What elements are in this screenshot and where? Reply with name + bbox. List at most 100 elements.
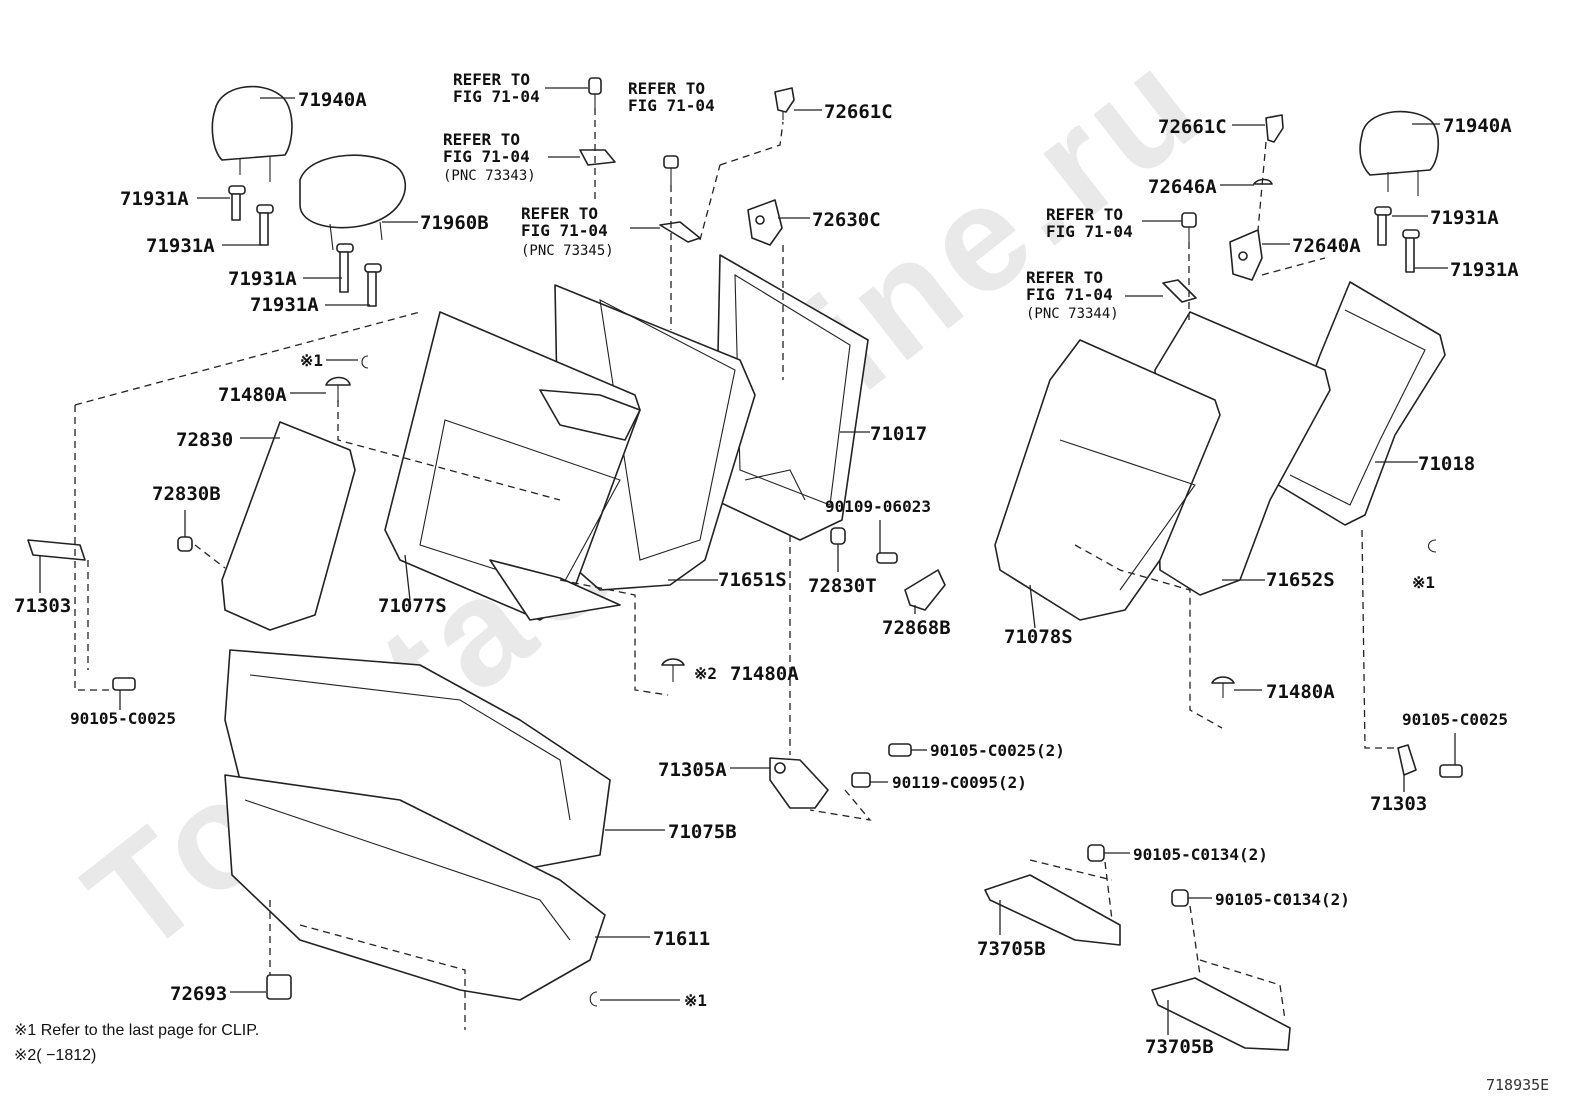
label-72646a: 72646A: [1148, 176, 1217, 198]
ref-6-pnc: (PNC 73344): [1026, 306, 1119, 322]
clip-71480a-mid: [661, 658, 685, 682]
ref-3-line2: FIG 71-04: [443, 147, 530, 166]
bolt-90105-c0134-lower: [1171, 889, 1212, 907]
label-71931a-2: 71931A: [146, 235, 215, 257]
clip-mark1-left: [326, 355, 369, 369]
headrest-center: [299, 154, 418, 251]
label-71652s: 71652S: [1266, 569, 1335, 591]
mark1-left: ※1: [300, 351, 323, 370]
label-72661c-left: 72661C: [824, 101, 893, 123]
label-90109: 90109-06023: [825, 497, 931, 516]
bracket-73705b-upper: [984, 874, 1121, 946]
label-71075b: 71075B: [668, 821, 737, 843]
note-1: ※1 Refer to the last page for CLIP.: [14, 1022, 259, 1039]
seat-cushion-pad-71611: [224, 774, 650, 1001]
ref-1-line1: REFER TO: [453, 70, 530, 89]
label-71931a-4: 71931A: [250, 294, 319, 316]
cover-72868b: [904, 569, 946, 614]
ref-5-line1: REFER TO: [1046, 205, 1123, 224]
label-71480a-upper: 71480A: [218, 384, 287, 406]
nut-72830t: [830, 527, 846, 572]
mark2-label: ※2: [694, 664, 717, 683]
label-71931a-1: 71931A: [120, 188, 189, 210]
hinge-72640a: [1229, 229, 1290, 281]
label-72868b: 72868B: [882, 617, 951, 639]
label-73705b-upper: 73705B: [977, 938, 1046, 960]
label-71480a-mid: 71480A: [730, 663, 799, 685]
seatback-pad-right: [994, 339, 1221, 629]
label-72830t: 72830T: [808, 575, 877, 597]
ref-6-line2: FIG 71-04: [1026, 285, 1113, 304]
mark1-bottom: ※1: [684, 991, 707, 1010]
ref-2-line2: FIG 71-04: [628, 96, 715, 115]
note-2: ※2( −1812): [14, 1047, 96, 1064]
mark1-right: ※1: [1412, 573, 1435, 592]
label-71931a-r1: 71931A: [1430, 207, 1499, 229]
bolt-90109: [876, 520, 898, 564]
bracket-ref-73345: [630, 221, 701, 243]
label-71480a-right: 71480A: [1266, 681, 1335, 703]
pin-72661c-right: [1232, 114, 1284, 143]
ref-3-line1: REFER TO: [443, 130, 520, 149]
label-71940a-right: 71940A: [1443, 115, 1512, 137]
figure-id: 718935E: [1486, 1076, 1549, 1094]
bolt-ref-1: [545, 77, 602, 108]
bolt-90105-right: [1439, 733, 1463, 778]
label-71940a-left: 71940A: [298, 89, 367, 111]
label-72830: 72830: [176, 429, 233, 451]
clip-71480a-right: [1211, 676, 1262, 698]
label-71078s: 71078S: [1004, 626, 1073, 648]
label-72630c: 72630C: [812, 209, 881, 231]
clip-71480a-upper: [290, 376, 351, 402]
lock-71303-left: [27, 539, 86, 593]
headrest-guides-left: [197, 185, 382, 307]
clip-mark1-right: [1427, 539, 1437, 553]
bolt-90105-c0134-upper: [1087, 844, 1130, 862]
seatback-pad-left: [384, 311, 641, 621]
ref-4-pnc: (PNC 73345): [521, 243, 614, 259]
pin-72661c-left: [774, 87, 822, 120]
label-71303-left: 71303: [14, 595, 71, 617]
lock-71303-right: [1397, 744, 1417, 792]
label-71931a-r2: 71931A: [1450, 259, 1519, 281]
ref-6-line1: REFER TO: [1026, 268, 1103, 287]
label-71305a: 71305A: [658, 759, 727, 781]
bolt-90119: [851, 772, 888, 788]
label-71018: 71018: [1418, 453, 1475, 475]
bolt-90105-center: [888, 743, 927, 757]
ref-3-pnc: (PNC 73343): [443, 168, 536, 184]
label-71611: 71611: [653, 928, 710, 950]
label-72661c-right: 72661C: [1158, 116, 1227, 138]
bolt-ref-2: [663, 155, 679, 185]
clip-72693: [230, 974, 292, 1000]
label-72830b: 72830B: [152, 483, 221, 505]
label-90105-c0134-lower: 90105-C0134(2): [1215, 890, 1350, 909]
label-71931a-3: 71931A: [228, 268, 297, 290]
assembly-lines: [74, 108, 1400, 1030]
clip-mark1-bottom: [589, 991, 680, 1007]
label-90105-c0025-2: 90105-C0025(2): [930, 741, 1065, 760]
ref-5-line2: FIG 71-04: [1046, 222, 1133, 241]
headrest-left: [211, 85, 295, 182]
ref-1-line2: FIG 71-04: [453, 87, 540, 106]
bracket-ref-73343: [548, 149, 616, 166]
ref-2-line1: REFER TO: [628, 79, 705, 98]
bolt-90105-left: [112, 677, 136, 710]
armrest-pad: [221, 421, 356, 631]
ref-4-line2: FIG 71-04: [521, 221, 608, 240]
grommet-72830b: [177, 510, 193, 552]
label-73705b-lower: 73705B: [1145, 1036, 1214, 1058]
label-71017: 71017: [870, 423, 927, 445]
label-71303-right: 71303: [1370, 793, 1427, 815]
label-71651s: 71651S: [718, 569, 787, 591]
label-90105-c0134-upper: 90105-C0134(2): [1133, 845, 1268, 864]
bracket-ref-73344: [1125, 279, 1197, 303]
label-90105-c0025-left: 90105-C0025: [70, 709, 176, 728]
headrest-guides-right: [1374, 206, 1448, 273]
bracket-73705b-lower: [1151, 977, 1291, 1051]
label-71077s: 71077S: [378, 595, 447, 617]
label-90119: 90119-C0095(2): [892, 773, 1027, 792]
hinge-72630c: [747, 199, 810, 246]
label-90105-c0025-right: 90105-C0025: [1402, 710, 1508, 729]
